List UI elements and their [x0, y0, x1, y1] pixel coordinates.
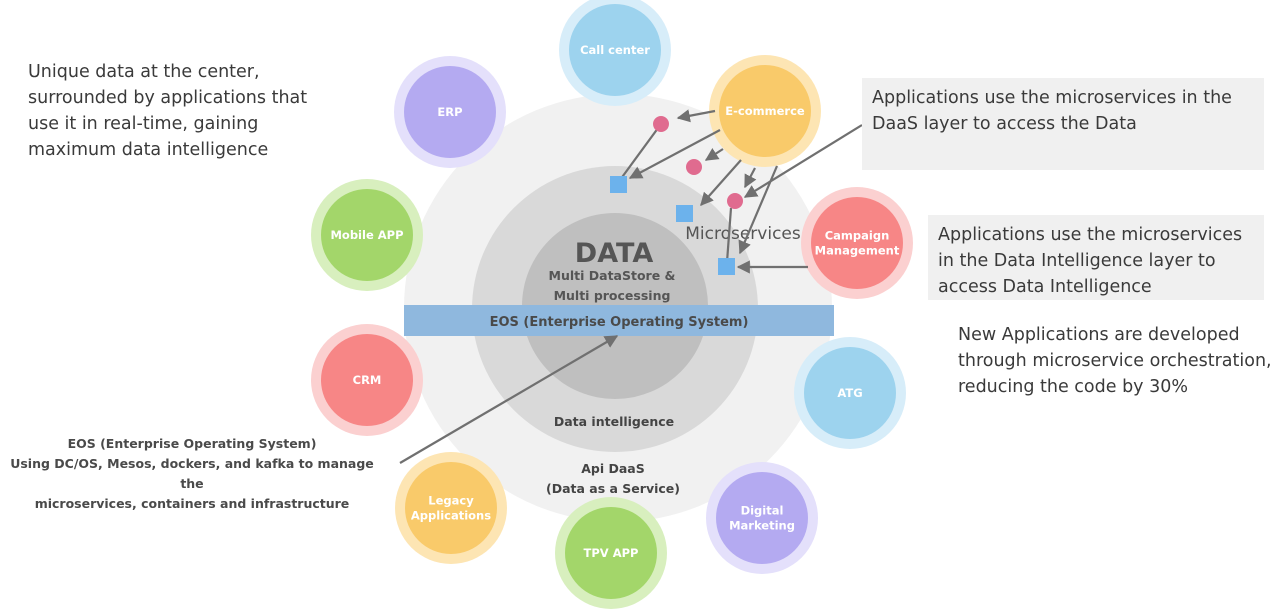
eos-note-line: Using DC/OS, Mesos, dockers, and kafka t…	[10, 456, 374, 491]
app-label: Digital	[741, 504, 784, 518]
app-circle	[321, 189, 413, 281]
app-label: ATG	[837, 386, 862, 400]
app-tpv-app: TPV APP	[555, 497, 667, 609]
app-circle	[405, 462, 497, 554]
service-squares	[610, 176, 735, 275]
callout-line: access Data Intelligence	[938, 277, 1152, 297]
arrow	[700, 159, 742, 206]
app-label: TPV APP	[584, 546, 639, 560]
eos-note-line: EOS (Enterprise Operating System)	[67, 436, 317, 451]
app-label: Campaign	[825, 229, 890, 243]
data-intelligence-label: Data intelligence	[554, 414, 674, 429]
app-circle	[565, 507, 657, 599]
callout-intelligence-box	[928, 215, 1264, 300]
eos-note: EOS (Enterprise Operating System) Using …	[0, 434, 384, 514]
service-dot	[727, 193, 743, 209]
intro-note-line: surrounded by applications that	[28, 88, 308, 108]
connector-line	[619, 123, 662, 181]
arrow	[704, 148, 724, 161]
app-label: Management	[815, 244, 900, 258]
app-circle	[404, 66, 496, 158]
callout-intelligence: Applications use the microservices in th…	[938, 222, 1242, 300]
app-label: Applications	[411, 509, 491, 523]
microservices-label: Microservices	[685, 224, 801, 244]
intro-note-line: maximum data intelligence	[28, 140, 269, 160]
app-crm: CRM	[311, 324, 423, 436]
app-atg: ATG	[794, 337, 906, 449]
app-call-center: Call center	[559, 0, 671, 106]
connector-arrows	[399, 109, 863, 464]
new-apps-note: New Applications are developed through m…	[958, 322, 1272, 400]
app-label: Call center	[580, 43, 650, 57]
eos-band	[404, 305, 834, 336]
arrow	[744, 167, 757, 189]
service-square	[610, 176, 627, 193]
app-label: Legacy	[428, 494, 474, 508]
app-circle	[569, 4, 661, 96]
service-dot	[686, 159, 702, 175]
callout-line: DaaS layer to access the Data	[872, 114, 1137, 134]
note-line: reducing the code by 30%	[958, 377, 1188, 397]
app-circle	[804, 347, 896, 439]
service-square	[718, 258, 735, 275]
api-daas-sublabel: (Data as a Service)	[546, 481, 680, 496]
callout-line: in the Data Intelligence layer to	[938, 251, 1216, 271]
intro-note-line: use it in real-time, gaining	[28, 114, 259, 134]
callout-line: Applications use the microservices	[938, 225, 1243, 245]
arrow	[676, 109, 716, 123]
app-mobile-app: Mobile APP	[311, 179, 423, 291]
intro-note-line: Unique data at the center,	[28, 62, 260, 82]
app-circle	[716, 472, 808, 564]
note-line: New Applications are developed	[958, 325, 1240, 345]
app-label: Marketing	[729, 519, 795, 533]
eos-band-label: EOS (Enterprise Operating System)	[490, 315, 749, 330]
app-erp: ERP	[394, 56, 506, 168]
arrow	[743, 124, 863, 198]
app-label: Mobile APP	[330, 228, 403, 242]
note-line: through microservice orchestration,	[958, 351, 1272, 371]
app-circle	[321, 334, 413, 426]
arrow	[628, 129, 721, 179]
arrow	[399, 335, 619, 464]
app-label: CRM	[353, 373, 382, 387]
api-daas-label: Api DaaS	[581, 461, 645, 476]
eos-note-line: microservices, containers and infrastruc…	[34, 496, 350, 511]
app-circle	[719, 65, 811, 157]
app-circle	[811, 197, 903, 289]
callout-line: Applications use the microservices in th…	[872, 88, 1232, 108]
data-title: DATA	[575, 238, 654, 269]
data-subtitle-1: Multi DataStore &	[549, 268, 676, 283]
callout-daas: Applications use the microservices in th…	[872, 85, 1232, 137]
app-label: ERP	[437, 105, 462, 119]
service-square	[676, 205, 693, 222]
data-subtitle-2: Multi processing	[554, 288, 671, 303]
intro-note: Unique data at the center, surrounded by…	[28, 59, 307, 163]
service-dot	[653, 116, 669, 132]
connector-line	[725, 207, 733, 263]
service-dots	[653, 116, 743, 209]
callout-daas-box	[862, 78, 1264, 170]
app-e-commerce: E-commerce	[709, 55, 821, 167]
app-label: E-commerce	[725, 104, 805, 118]
